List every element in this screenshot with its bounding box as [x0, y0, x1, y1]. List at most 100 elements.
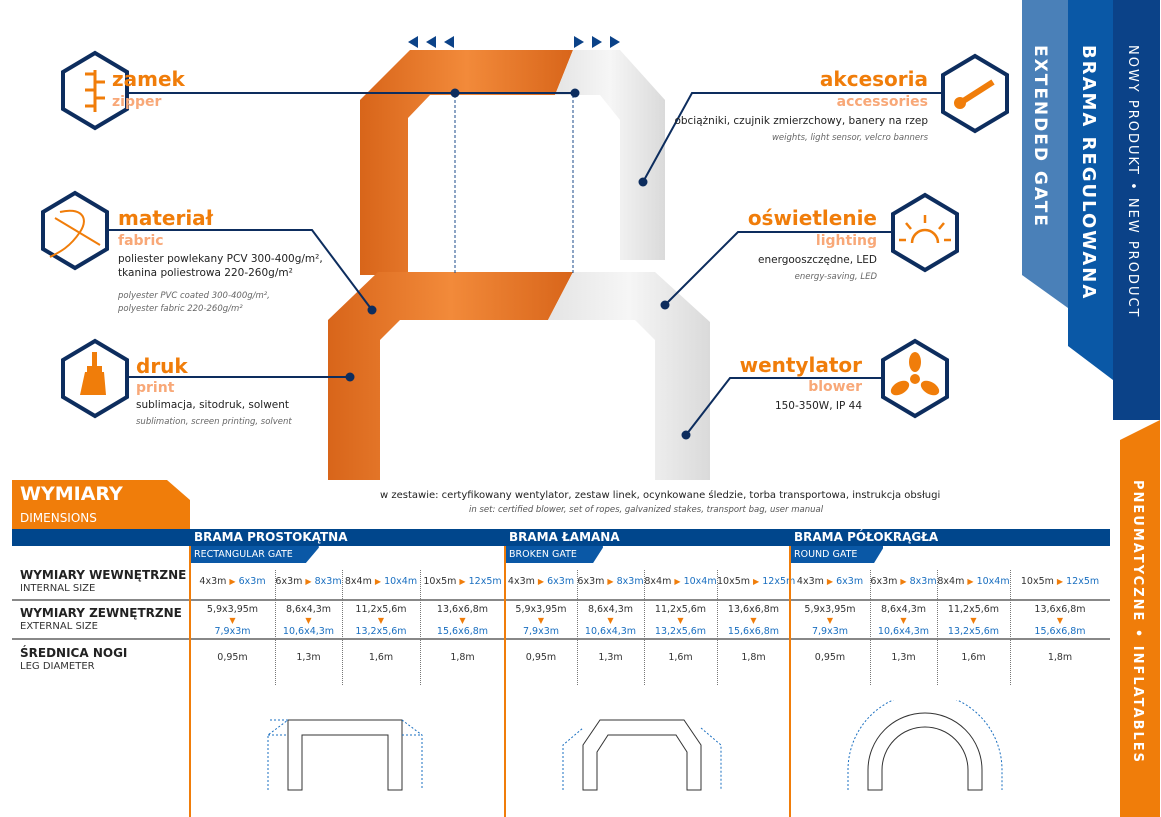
arrows-left-icon — [408, 36, 454, 48]
internal-size: 10x5m ▶ 12x5m — [420, 576, 505, 587]
size-to: 6x3m — [238, 576, 266, 587]
row-divider — [12, 599, 1110, 601]
size-from: 6x3m — [870, 576, 898, 587]
column-divider — [275, 570, 276, 685]
leg-diameter: 1,3m — [598, 652, 623, 663]
size-from: 4x3m — [796, 576, 824, 587]
size-to: 10,6x4,3m — [282, 626, 335, 637]
leg-diameter: 0,95m — [525, 652, 557, 663]
feature-title: materiał — [118, 206, 214, 230]
size-from: 8x4m — [937, 576, 965, 587]
size-to: 8x3m — [616, 576, 644, 587]
leg-diameter: 0,95m — [217, 652, 248, 663]
external-size: 8,6x4,3m▼10,6x4,3m — [870, 604, 937, 637]
gate-type-subtitle: BROKEN GATE — [505, 546, 603, 563]
size-from: 8,6x4,3m — [587, 604, 634, 615]
arrow-down-icon: ▼ — [607, 616, 614, 625]
arrow-right-icon: ▶ — [459, 577, 466, 586]
gate-type-title: BRAMA PROSTOKĄTNA — [194, 530, 348, 544]
size-to: 10x4m — [683, 576, 717, 587]
internal-size: 6x3m ▶ 8x3m — [275, 576, 342, 587]
feature-desc-en: polyester PVC coated 300-400g/m², — [118, 291, 270, 301]
size-to: 10,6x4,3m — [877, 626, 930, 637]
dimensions-tab — [12, 480, 190, 530]
feature-blower: wentylator blower 150-350W, IP 44 — [612, 354, 862, 413]
feature-subtitle: accessories — [836, 94, 928, 110]
feature-desc-en: weights, light sensor, velcro banners — [771, 133, 928, 143]
leg-diameter: 1,3m — [891, 652, 916, 663]
external-size: 11,2x5,6m▼13,2x5,6m — [644, 604, 717, 637]
feature-desc: obciążniki, czujnik zmierzchowy, banery … — [674, 115, 928, 127]
column-divider — [577, 570, 578, 685]
banner-extended-gate: EXTENDED GATE — [1030, 45, 1050, 228]
size-from: 11,2x5,6m — [654, 604, 707, 615]
bottom-gate-orange — [328, 272, 573, 480]
external-size: 11,2x5,6m▼13,2x5,6m — [342, 604, 420, 637]
size-to: 15,6x6,8m — [436, 626, 489, 637]
external-size: 8,6x4,3m▼10,6x4,3m — [275, 604, 342, 637]
size-from: 13,6x6,8m — [727, 604, 780, 615]
arrow-down-icon: ▼ — [537, 616, 545, 625]
size-from: 11,2x5,6m — [947, 604, 1000, 615]
column-divider — [420, 570, 421, 685]
size-to: 10x4m — [384, 576, 418, 587]
feature-subtitle: blower — [808, 379, 862, 395]
top-gate-orange — [360, 50, 573, 275]
set-contents: w zestawie: certyfikowany wentylator, ze… — [380, 490, 941, 501]
size-to: 12x5m — [468, 576, 502, 587]
size-from: 13,6x6,8m — [1034, 604, 1086, 615]
size-from: 8,6x4,3m — [285, 604, 332, 615]
size-from: 4x3m — [507, 576, 535, 587]
feature-desc: sublimacja, sitodruk, solwent — [136, 399, 290, 411]
arrow-right-icon: ▶ — [753, 577, 760, 586]
internal-size: 8x4m ▶ 10x4m — [342, 576, 420, 587]
size-from: 13,6x6,8m — [436, 604, 489, 615]
gate-type-subtitle: ROUND GATE — [790, 546, 884, 563]
brush-icon — [80, 352, 106, 395]
arrow-right-icon: ▶ — [229, 577, 236, 586]
size-from: 10x5m — [717, 576, 751, 587]
column-divider — [717, 570, 718, 685]
size-from: 8x4m — [344, 576, 372, 587]
leg-diameter: 0,95m — [814, 652, 846, 663]
arrow-right-icon: ▶ — [374, 577, 382, 586]
feature-desc: 150-350W, IP 44 — [774, 400, 862, 412]
feature-zipper: zamek zipper — [112, 68, 185, 110]
size-from: 10x5m — [1020, 576, 1054, 587]
external-size: 11,2x5,6m▼13,2x5,6m — [937, 604, 1010, 637]
arrow-right-icon: ▶ — [900, 577, 907, 586]
feature-title: druk — [136, 354, 188, 378]
arrow-down-icon: ▼ — [305, 616, 312, 625]
feature-desc: poliester powlekany PCV 300-400g/m², — [118, 253, 323, 265]
arrow-down-icon: ▼ — [826, 616, 834, 625]
arrow-down-icon: ▼ — [459, 616, 466, 625]
arrow-down-icon: ▼ — [750, 616, 757, 625]
arrow-down-icon: ▼ — [677, 616, 684, 625]
size-to: 15,6x6,8m — [1034, 626, 1086, 637]
leg-diameter: 1,3m — [296, 652, 321, 663]
external-size: 13,6x6,8m▼15,6x6,8m — [420, 604, 505, 637]
arrow-right-icon: ▶ — [826, 577, 834, 586]
internal-size: 10x5m ▶ 12x5m — [1010, 576, 1110, 587]
size-to: 6x3m — [547, 576, 575, 587]
top-gate-white — [555, 50, 665, 260]
banner-inflatables: PNEUMATYCZNE • INFLATABLES — [1130, 480, 1145, 765]
internal-size: 4x3m ▶ 6x3m — [505, 576, 577, 587]
size-to: 13,2x5,6m — [355, 626, 407, 637]
size-from: 11,2x5,6m — [355, 604, 407, 615]
size-to: 6x3m — [836, 576, 864, 587]
feature-title: zamek — [112, 67, 185, 91]
arrow-down-icon: ▼ — [229, 616, 236, 625]
leg-diameter: 1,6m — [368, 652, 394, 663]
feature-subtitle: print — [136, 380, 175, 396]
row-divider — [12, 638, 1110, 640]
arrow-right-icon: ▶ — [607, 577, 614, 586]
dimensions-title: WYMIARY — [20, 483, 123, 505]
set-contents-en: in set: certified blower, set of ropes, … — [469, 505, 824, 515]
feature-desc: energooszczędne, LED — [758, 254, 877, 266]
arrow-down-icon: ▼ — [1056, 616, 1064, 625]
gate-type-subtitle: RECTANGULAR GATE — [190, 546, 319, 563]
size-to: 13,2x5,6m — [654, 626, 707, 637]
wrench-icon — [954, 79, 995, 109]
